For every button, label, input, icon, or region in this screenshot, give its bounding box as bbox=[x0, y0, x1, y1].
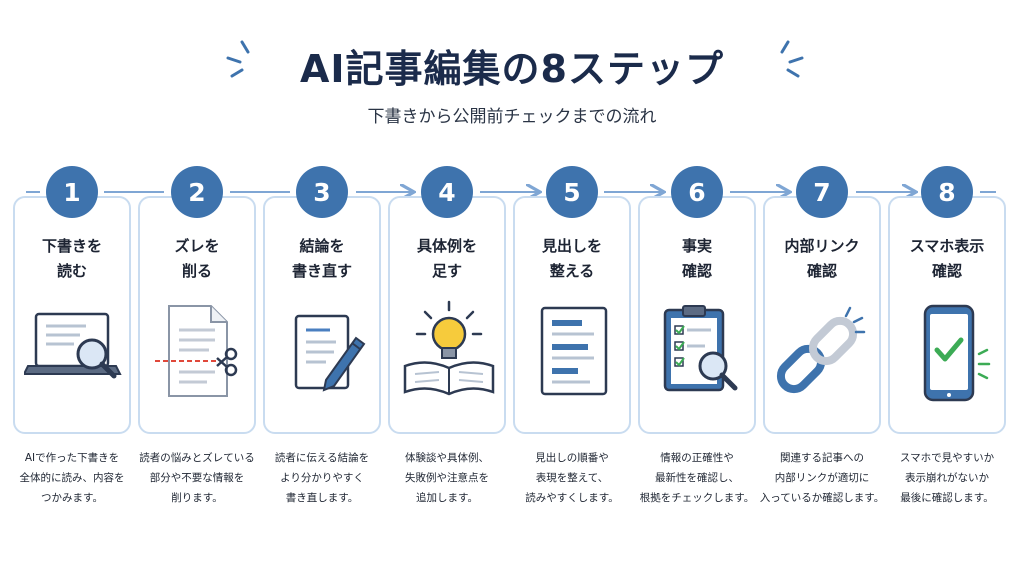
step-title: 具体例を 足す bbox=[416, 237, 477, 280]
step-card-5: 見出しを 整える bbox=[513, 196, 631, 434]
step-card-2: ズレを 削る bbox=[138, 196, 256, 434]
step-description-7: 関連する記事への 内部リンクが適切に 入っているか確認します。 bbox=[759, 452, 885, 504]
laptop-magnifier-icon bbox=[24, 312, 122, 379]
sparkle-right-icon bbox=[780, 40, 804, 78]
step-description-6: 情報の正確性や 最新性を確認し、 根拠をチェックします。 bbox=[639, 452, 755, 504]
chain-link-icon bbox=[776, 306, 866, 394]
step-number-3: 3 bbox=[296, 166, 348, 218]
step-title: 見出しを 整える bbox=[541, 237, 602, 280]
step-description-5: 見出しの順番や 表現を整えて、 読みやすくします。 bbox=[525, 452, 619, 504]
step-number-4: 4 bbox=[421, 166, 473, 218]
smartphone-check-icon bbox=[923, 304, 991, 402]
step-number-7: 7 bbox=[796, 166, 848, 218]
step-card-6: 事実 確認 bbox=[638, 196, 756, 434]
clipboard-magnifier-icon bbox=[663, 305, 738, 392]
step-card-7: 内部リンク 確認 bbox=[763, 196, 881, 434]
step-connector-line bbox=[26, 162, 996, 222]
page-subtitle: 下書きから公開前チェックまでの流れ bbox=[367, 107, 657, 127]
sparkle-left-icon bbox=[226, 40, 250, 78]
step-description-1: AIで作った下書きを 全体的に読み、内容を つかみます。 bbox=[19, 452, 125, 504]
step-title: スマホ表示 確認 bbox=[909, 237, 985, 280]
step-number-6: 6 bbox=[671, 166, 723, 218]
step-description-8: スマホで見やすいか 表示崩れがないか 最後に確認します。 bbox=[899, 452, 995, 504]
step-title: 結論を 書き直す bbox=[291, 237, 352, 280]
step-description-2: 読者の悩みとズレている 部分や不要な情報を 削ります。 bbox=[139, 452, 255, 504]
outline-document-icon bbox=[540, 306, 608, 396]
step-card-1: 下書きを 読む bbox=[13, 196, 131, 434]
step-description-4: 体験談や具体例、 失敗例や注意点を 追加します。 bbox=[405, 452, 489, 504]
step-title: 内部リンク 確認 bbox=[784, 237, 860, 280]
document-scissors-icon bbox=[155, 305, 238, 397]
document-pencil-icon bbox=[294, 314, 366, 392]
step-title: 下書きを 読む bbox=[41, 237, 102, 280]
header: AI記事編集の8ステップ 下書きから公開前チェックまでの流れ bbox=[0, 0, 1024, 140]
page-title: AI記事編集の8ステップ bbox=[300, 47, 724, 91]
step-number-8: 8 bbox=[921, 166, 973, 218]
step-card-3: 結論を 書き直す bbox=[263, 196, 381, 434]
step-description-3: 読者に伝える結論を より分かりやすく 書き直します。 bbox=[274, 452, 370, 504]
step-title: 事実 確認 bbox=[681, 237, 712, 280]
step-card-8: スマホ表示 確認 bbox=[888, 196, 1006, 434]
step-number-2: 2 bbox=[171, 166, 223, 218]
step-title: ズレを 削る bbox=[174, 237, 220, 280]
step-number-5: 5 bbox=[546, 166, 598, 218]
lightbulb-book-icon bbox=[403, 300, 495, 396]
step-card-4: 具体例を 足す bbox=[388, 196, 506, 434]
step-number-1: 1 bbox=[46, 166, 98, 218]
